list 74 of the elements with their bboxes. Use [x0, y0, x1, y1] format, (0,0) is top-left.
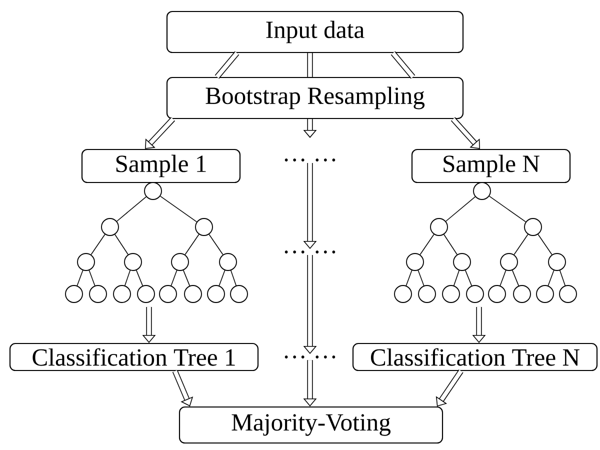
hollow-arrow — [145, 117, 176, 149]
tree-node-circle — [406, 253, 424, 271]
tree-node-circle — [230, 285, 248, 303]
tree-branch — [512, 270, 520, 286]
tree-node-circle — [473, 182, 491, 200]
tree-branch — [124, 270, 130, 286]
tree-node-circle — [124, 253, 142, 271]
tree-branch — [560, 270, 566, 286]
tree-node-circle — [137, 285, 155, 303]
tree-branch — [76, 270, 84, 286]
tree-node-circle — [113, 285, 131, 303]
tree-branch — [454, 270, 460, 286]
tree-node-circle — [488, 285, 506, 303]
tree-node-circle — [219, 253, 237, 271]
tree-branch — [418, 270, 424, 286]
tree-branch — [488, 196, 526, 222]
tree-node-circle — [394, 285, 412, 303]
tree-node-circle — [171, 253, 189, 271]
tree-branch — [90, 234, 106, 255]
tree-branch — [548, 270, 554, 286]
tree-node-circle — [524, 218, 542, 236]
tree-branch — [88, 270, 96, 286]
tree-node-circle — [184, 285, 202, 303]
process-box: Majority-Voting — [178, 406, 444, 444]
process-box: Sample 1 — [81, 148, 241, 184]
tree-branch — [420, 234, 434, 255]
process-box: Classification Tree N — [352, 342, 598, 372]
tree-branch — [514, 234, 528, 255]
tree-node-circle — [453, 253, 471, 271]
tree-branch — [184, 234, 200, 255]
ellipsis-text: … … — [284, 250, 336, 254]
tree-node-circle — [144, 182, 162, 200]
tree-branch — [406, 270, 412, 286]
tree-branch — [208, 234, 224, 255]
tree-branch — [538, 234, 552, 255]
hollow-arrow — [450, 117, 480, 149]
tree-node-circle — [101, 218, 119, 236]
tree-branch — [218, 270, 226, 286]
tree-branch — [170, 270, 178, 286]
ellipsis-text: … … — [284, 356, 336, 358]
tree-node-circle — [466, 285, 484, 303]
tree-node-circle — [430, 218, 448, 236]
process-box: Classification Tree 1 — [9, 342, 259, 372]
hollow-arrow — [172, 370, 194, 406]
tree-node-circle — [65, 285, 83, 303]
tree-node-circle — [77, 253, 95, 271]
tree-branch — [445, 196, 476, 222]
tree-branch — [500, 270, 506, 286]
tree-branch — [230, 270, 236, 286]
tree-node-circle — [207, 285, 225, 303]
hollow-connector — [307, 53, 313, 77]
hollow-connector — [214, 51, 240, 79]
tree-node-circle — [89, 285, 107, 303]
tree-branch — [136, 270, 144, 286]
process-box: Sample N — [411, 148, 571, 184]
tree-branch — [464, 270, 472, 286]
tree-branch — [114, 234, 128, 255]
tree-node-circle — [442, 285, 460, 303]
tree-node-circle — [536, 285, 554, 303]
process-box: Input data — [166, 10, 464, 54]
ellipsis-text: … … — [284, 158, 336, 162]
tree-branch — [444, 234, 458, 255]
tree-node-circle — [418, 285, 436, 303]
tree-node-circle — [548, 253, 566, 271]
process-box: Bootstrap Resampling — [166, 76, 464, 120]
tree-node-circle — [159, 285, 177, 303]
tree-branch — [160, 196, 198, 222]
tree-node-circle — [500, 253, 518, 271]
hollow-connector — [390, 51, 416, 79]
tree-node-circle — [513, 285, 531, 303]
tree-branch — [182, 270, 190, 286]
tree-node-circle — [195, 218, 213, 236]
tree-branch — [116, 196, 147, 222]
tree-node-circle — [559, 285, 577, 303]
